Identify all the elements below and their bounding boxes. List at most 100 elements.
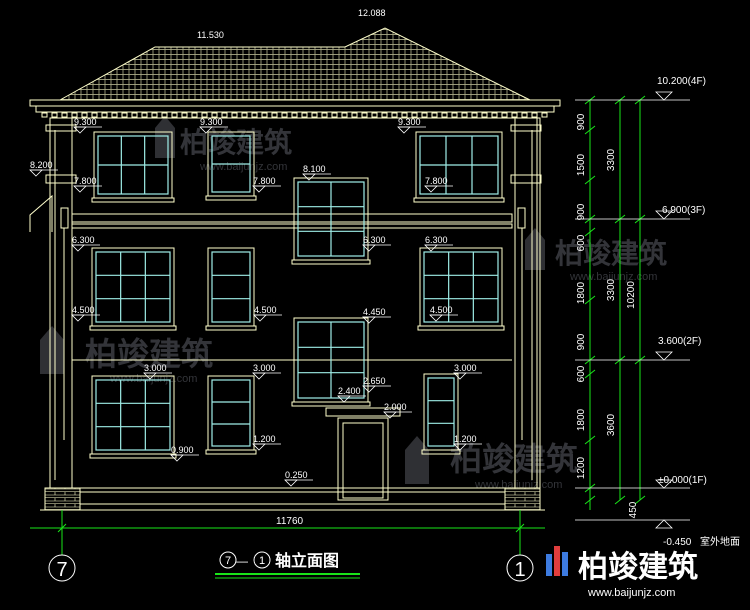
- axis-circle-left: [48, 554, 76, 582]
- elev-mark: 3.000: [252, 363, 281, 380]
- watermark-logo-icon: [155, 116, 175, 158]
- dim-tick: [57, 523, 67, 533]
- elev-mark: 1.200: [453, 434, 482, 451]
- elev-mark: 4.450: [362, 307, 391, 324]
- elev-value: 6.300: [425, 235, 448, 245]
- watermark-4: 柏竣建筑 www.baijunjz.com: [405, 436, 578, 491]
- vdim-3600: 3600: [606, 413, 617, 436]
- dim-tick: [584, 175, 596, 185]
- left-column: [49, 117, 73, 489]
- dentil: [61, 112, 68, 118]
- elev-triangle: [424, 185, 438, 193]
- elev-mark: 9.300: [73, 117, 102, 134]
- title-axis-right: 1: [259, 555, 265, 567]
- elev-triangle: [73, 185, 87, 193]
- logo-brand-text: 柏竣建筑: [578, 550, 698, 584]
- dim-tick: [584, 435, 596, 445]
- elev-value: 7.800: [253, 176, 276, 186]
- elev-value: 7.800: [425, 176, 448, 186]
- title-bubble-left: [219, 551, 237, 569]
- window-glass: [211, 379, 251, 447]
- elev-value: 7.800: [74, 176, 97, 186]
- band-3f: [71, 213, 513, 223]
- elev-mark: 7.800: [73, 176, 102, 193]
- elev-value: 3.000: [454, 363, 477, 373]
- dentil: [291, 112, 298, 118]
- level-triangle-ground: [655, 519, 673, 529]
- elev-mark: 7.800: [424, 176, 453, 193]
- dentil: [171, 112, 178, 118]
- window-sill: [205, 195, 257, 201]
- window-sill: [205, 325, 257, 331]
- watermark-brand-1: 柏竣建筑: [180, 126, 292, 158]
- window-10: [205, 375, 257, 455]
- elev-triangle: [429, 314, 443, 322]
- dim-tick: [584, 227, 596, 237]
- facade-outline: [49, 117, 541, 489]
- right-lamp: [517, 207, 526, 229]
- elev-value: 9.300: [398, 117, 421, 127]
- elev-value: 9.300: [74, 117, 97, 127]
- title-text: 轴立面图: [275, 551, 339, 570]
- dentil: [331, 112, 338, 118]
- axis-label-right: 1: [514, 559, 525, 581]
- watermark-layer: 柏竣建筑 www.baijunjz.com 柏竣建筑 www.baijunjz.…: [40, 116, 667, 491]
- elev-mark: 6.300: [362, 235, 391, 252]
- dentil: [351, 112, 358, 118]
- dentil: [371, 112, 378, 118]
- elev-value: 8.100: [303, 164, 326, 174]
- window-frame: [91, 247, 175, 327]
- level-triangle-2f: [655, 351, 673, 361]
- elev-value: 6.300: [72, 235, 95, 245]
- dentil: [471, 112, 478, 118]
- roof-cornice: [35, 105, 555, 113]
- elev-triangle: [253, 314, 267, 322]
- window-sill: [291, 401, 371, 407]
- title-bubble-right: [253, 551, 271, 569]
- dentil: [441, 112, 448, 118]
- window-glass: [211, 251, 251, 323]
- level-label-2f: 3.600(2F): [658, 336, 701, 347]
- elev-triangle: [302, 173, 316, 181]
- vdim-600-b: 600: [576, 365, 587, 382]
- elev-value: 0.250: [285, 470, 308, 480]
- vdim-900-top: 900: [576, 113, 587, 130]
- window-glass: [427, 377, 455, 447]
- elev-mark: 0.900: [170, 445, 199, 462]
- right-capital-top: [510, 124, 542, 132]
- dentil: [531, 112, 538, 118]
- vertical-dim-texts: 900 1500 900 600 1800 900 600 1800 1200 …: [576, 113, 639, 518]
- window-frame: [423, 373, 459, 451]
- dentil: [301, 112, 308, 118]
- dim-tick: [614, 495, 626, 505]
- left-capital: [45, 174, 77, 184]
- dentil: [71, 112, 78, 118]
- elev-triangle: [383, 411, 397, 419]
- window-glass: [423, 251, 499, 323]
- vdim-1200: 1200: [576, 456, 587, 479]
- elev-triangle: [71, 244, 85, 252]
- vdim-450: 450: [628, 501, 639, 518]
- watermark-brand-2: 柏竣建筑: [555, 237, 667, 269]
- axis-bubble-left: 7: [48, 554, 76, 582]
- dentil: [261, 112, 268, 118]
- left-plinth: [44, 487, 81, 511]
- elev-mark: 3.000: [143, 363, 172, 380]
- title-axis-dash: —: [236, 554, 248, 568]
- vdim-1800-b: 1800: [576, 408, 587, 431]
- window-5: [89, 247, 177, 331]
- axis-label-left: 7: [56, 559, 67, 581]
- logo-bar-2: [554, 546, 560, 576]
- level-label-1f: ±0.000(1F): [658, 475, 707, 486]
- dentil: [101, 112, 108, 118]
- vdim-3300-top: 3300: [606, 148, 617, 171]
- eave-elevation: 11.530: [197, 30, 224, 40]
- logo-url-text: www.baijunjz.com: [587, 587, 675, 599]
- dentil: [231, 112, 238, 118]
- level-label-4f: 10.200(4F): [657, 76, 706, 87]
- window-sill: [205, 449, 257, 455]
- elev-triangle: [71, 314, 85, 322]
- dentil: [421, 112, 428, 118]
- vdim-900-b: 900: [576, 203, 587, 220]
